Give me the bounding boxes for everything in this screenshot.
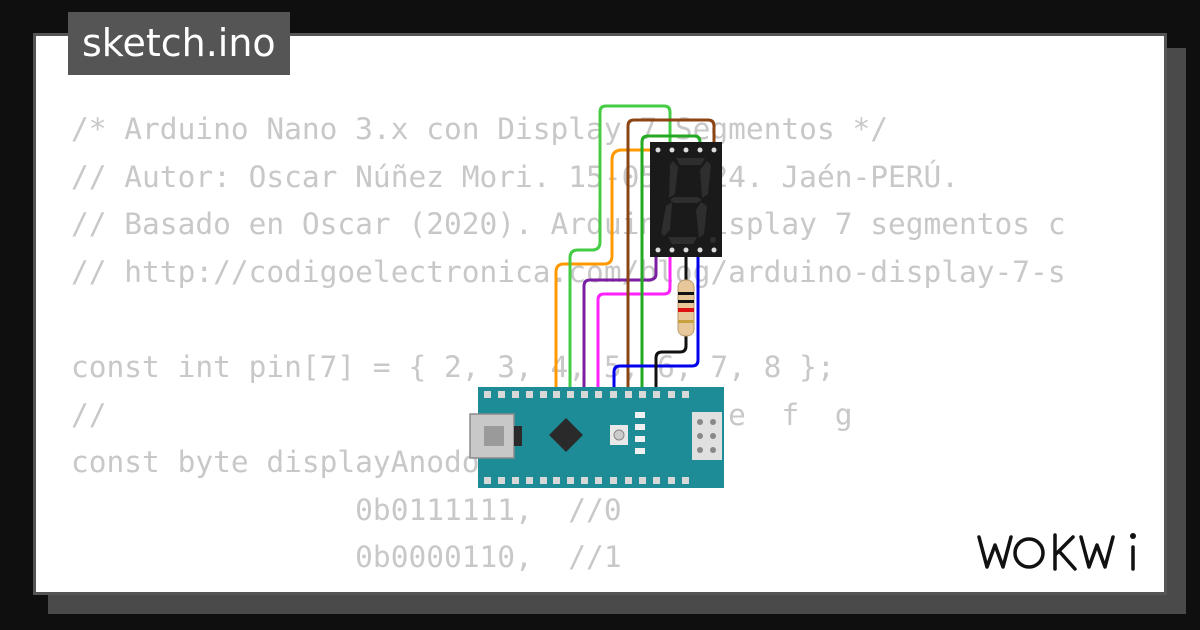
wire-b bbox=[626, 118, 716, 393]
code-line: 0b1011011, //2 bbox=[71, 582, 1066, 592]
board-header-pins-bottom bbox=[484, 477, 689, 484]
code-line: const int pin[7] = { 2, 3, 4, 5, 6, 7, 8… bbox=[71, 349, 835, 384]
icsp-header bbox=[697, 419, 716, 453]
seven-segment-display[interactable] bbox=[650, 142, 722, 257]
board-leds bbox=[635, 412, 645, 454]
code-line: 0b0111111, //0 bbox=[71, 492, 622, 527]
wire-a bbox=[568, 104, 672, 393]
code-line: // http://codigoelectronica.com/blog/ard… bbox=[71, 254, 1066, 289]
arduino-nano-board[interactable] bbox=[469, 387, 724, 488]
display-pins bbox=[655, 147, 717, 253]
board-header-pins-top bbox=[484, 391, 689, 398]
microcontroller-chip bbox=[549, 418, 583, 452]
resistor[interactable] bbox=[677, 279, 695, 337]
wire-d bbox=[554, 148, 658, 393]
wire-gnd bbox=[654, 335, 688, 393]
display-segments bbox=[661, 158, 711, 244]
reset-button[interactable] bbox=[613, 429, 625, 441]
wokwi-logo bbox=[977, 533, 1136, 571]
code-line: 0b0000110, //1 bbox=[71, 540, 622, 575]
wire-c bbox=[640, 134, 702, 393]
filename-tag: sketch.ino bbox=[68, 12, 290, 75]
wire-f bbox=[596, 250, 672, 393]
wire-e bbox=[582, 250, 658, 393]
